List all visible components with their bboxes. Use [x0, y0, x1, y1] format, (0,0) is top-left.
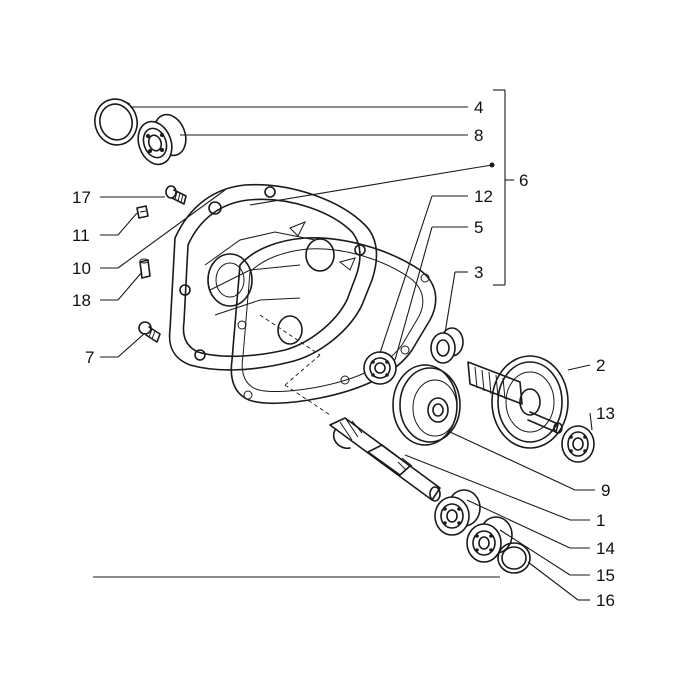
part-7-screw [138, 321, 161, 343]
callout-5: 5 [474, 218, 483, 237]
leader-lines [100, 89, 595, 601]
part-6-gear-case-cover [168, 183, 378, 371]
assembly-axis-lines [259, 314, 331, 416]
part-8-bearing [137, 113, 187, 166]
callout-7: 7 [85, 348, 94, 367]
callout-16: 16 [596, 591, 615, 610]
callout-4: 4 [474, 98, 483, 117]
callout-1: 1 [596, 511, 605, 530]
callout-14: 14 [596, 539, 615, 558]
callout-12: 12 [474, 187, 493, 206]
part-12-bearing [363, 351, 397, 385]
part-4-circlip [94, 98, 138, 146]
callout-18: 18 [72, 291, 91, 310]
part-18-pin [139, 258, 151, 279]
callout-2: 2 [596, 356, 605, 375]
callout-3: 3 [474, 263, 483, 282]
callout-13: 13 [596, 404, 615, 423]
callout-11: 11 [72, 226, 90, 245]
callout-8: 8 [474, 126, 483, 145]
part-10-gasket [230, 221, 437, 405]
part-17-screw [165, 185, 187, 205]
callout-17: 17 [72, 188, 91, 207]
part-13-bearing [561, 425, 595, 463]
part-2-gear-shaft [467, 355, 569, 449]
part-15-bearing [466, 516, 513, 563]
callout-15: 15 [596, 566, 615, 585]
part-1-drive-shaft [329, 417, 441, 502]
callout-10: 10 [72, 259, 91, 278]
part-14-bearing [434, 489, 481, 536]
part-16-circlip [497, 542, 531, 574]
part-11-clip [136, 205, 149, 219]
callout-9: 9 [601, 481, 610, 500]
callout-6: 6 [519, 171, 528, 190]
callout-labels: 4 8 6 17 12 5 11 10 3 18 7 2 13 9 1 14 1… [72, 98, 615, 610]
part-9-intermediate-gear [392, 364, 461, 446]
part-3-bearing [430, 327, 464, 364]
